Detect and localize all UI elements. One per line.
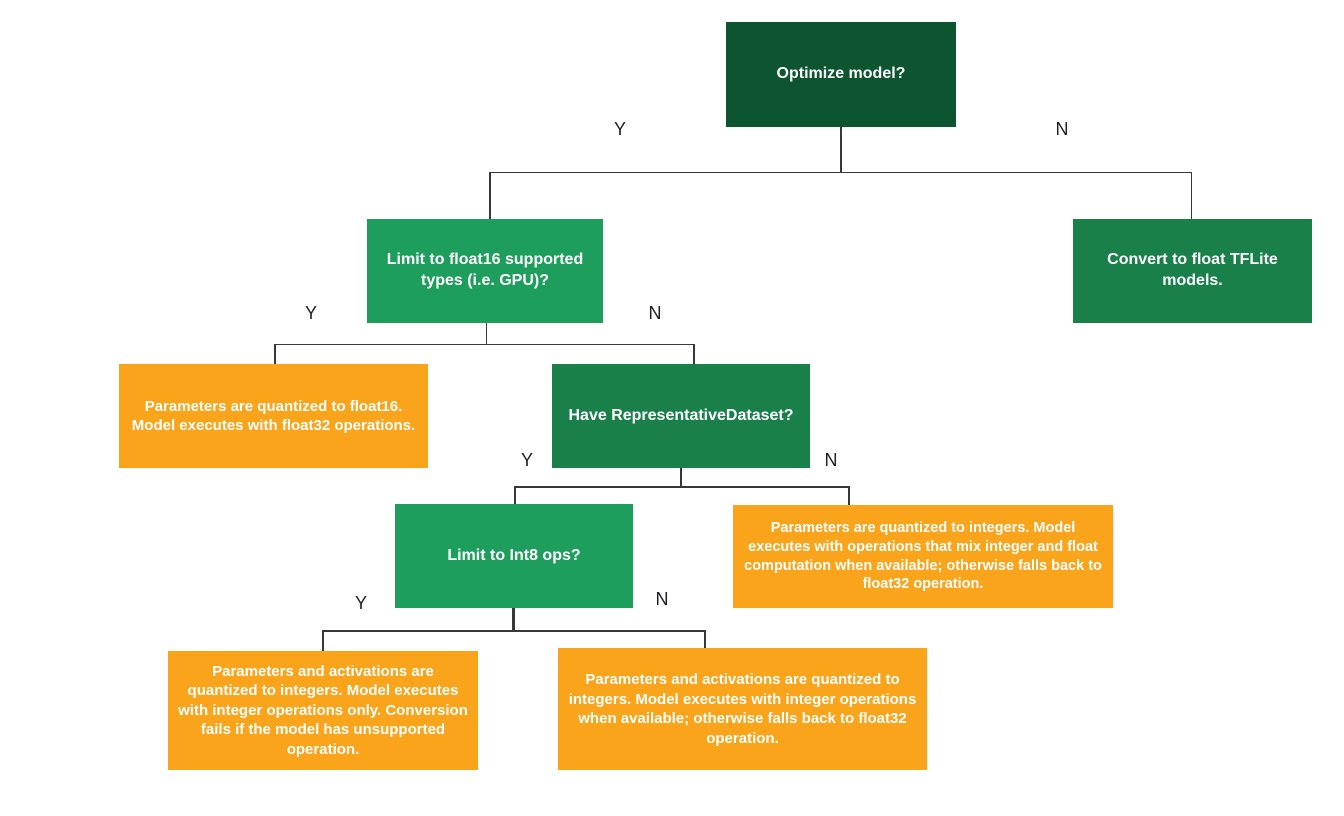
outcome-full-integer-only: Parameters and activations are quantized… [168,651,478,770]
branch-label-y: Y [520,450,534,470]
connector-line [680,468,682,487]
node-label: Limit to float16 supported types (i.e. G… [386,251,584,289]
connector-line [322,629,325,652]
outcome-integer-with-float32-fallback: Parameters and activations are quantized… [558,648,927,770]
connector-line [512,608,515,631]
connector-line [274,343,695,346]
outcome-convert-float-tflite: Convert to float TFLite models. [1073,219,1312,323]
decision-limit-int8: Limit to Int8 ops? [395,504,633,608]
decision-optimize-model: Optimize model? [726,22,956,127]
outcome-mixed-integer-float: Parameters are quantized to integers. Mo… [733,505,1113,608]
connector-line [513,485,516,505]
connector-line [704,629,707,649]
decision-have-representative-dataset: Have RepresentativeDataset? [552,364,810,468]
node-label: Parameters are quantized to float16. Mod… [131,397,416,435]
node-label: Convert to float TFLite models. [1107,251,1278,289]
node-label: Parameters and activations are quantized… [178,662,468,758]
connector-line [693,343,695,365]
connector-line [848,485,850,507]
branch-label-y: Y [613,119,627,139]
node-label: Parameters are quantized to integers. Mo… [744,519,1102,593]
branch-label-n: N [1055,119,1069,139]
branch-label-y: Y [354,593,368,613]
connector-line [489,171,1192,174]
node-label: Have RepresentativeDataset? [568,406,794,424]
connector-line [322,629,706,632]
connector-line [485,323,488,345]
decision-limit-float16: Limit to float16 supported types (i.e. G… [367,219,603,323]
connector-line [513,485,850,488]
connector-line [274,343,276,365]
node-label: Parameters and activations are quantized… [568,671,917,747]
branch-label-n: N [648,303,662,323]
connector-line [840,126,842,173]
connector-line [1190,171,1193,220]
branch-label-y: Y [304,303,318,323]
branch-label-n: N [655,589,669,609]
connector-line [489,171,491,220]
outcome-float16-quantization: Parameters are quantized to float16. Mod… [119,364,428,468]
branch-label-n: N [824,450,838,470]
node-label: Optimize model? [776,65,906,83]
node-label: Limit to Int8 ops? [447,546,581,564]
